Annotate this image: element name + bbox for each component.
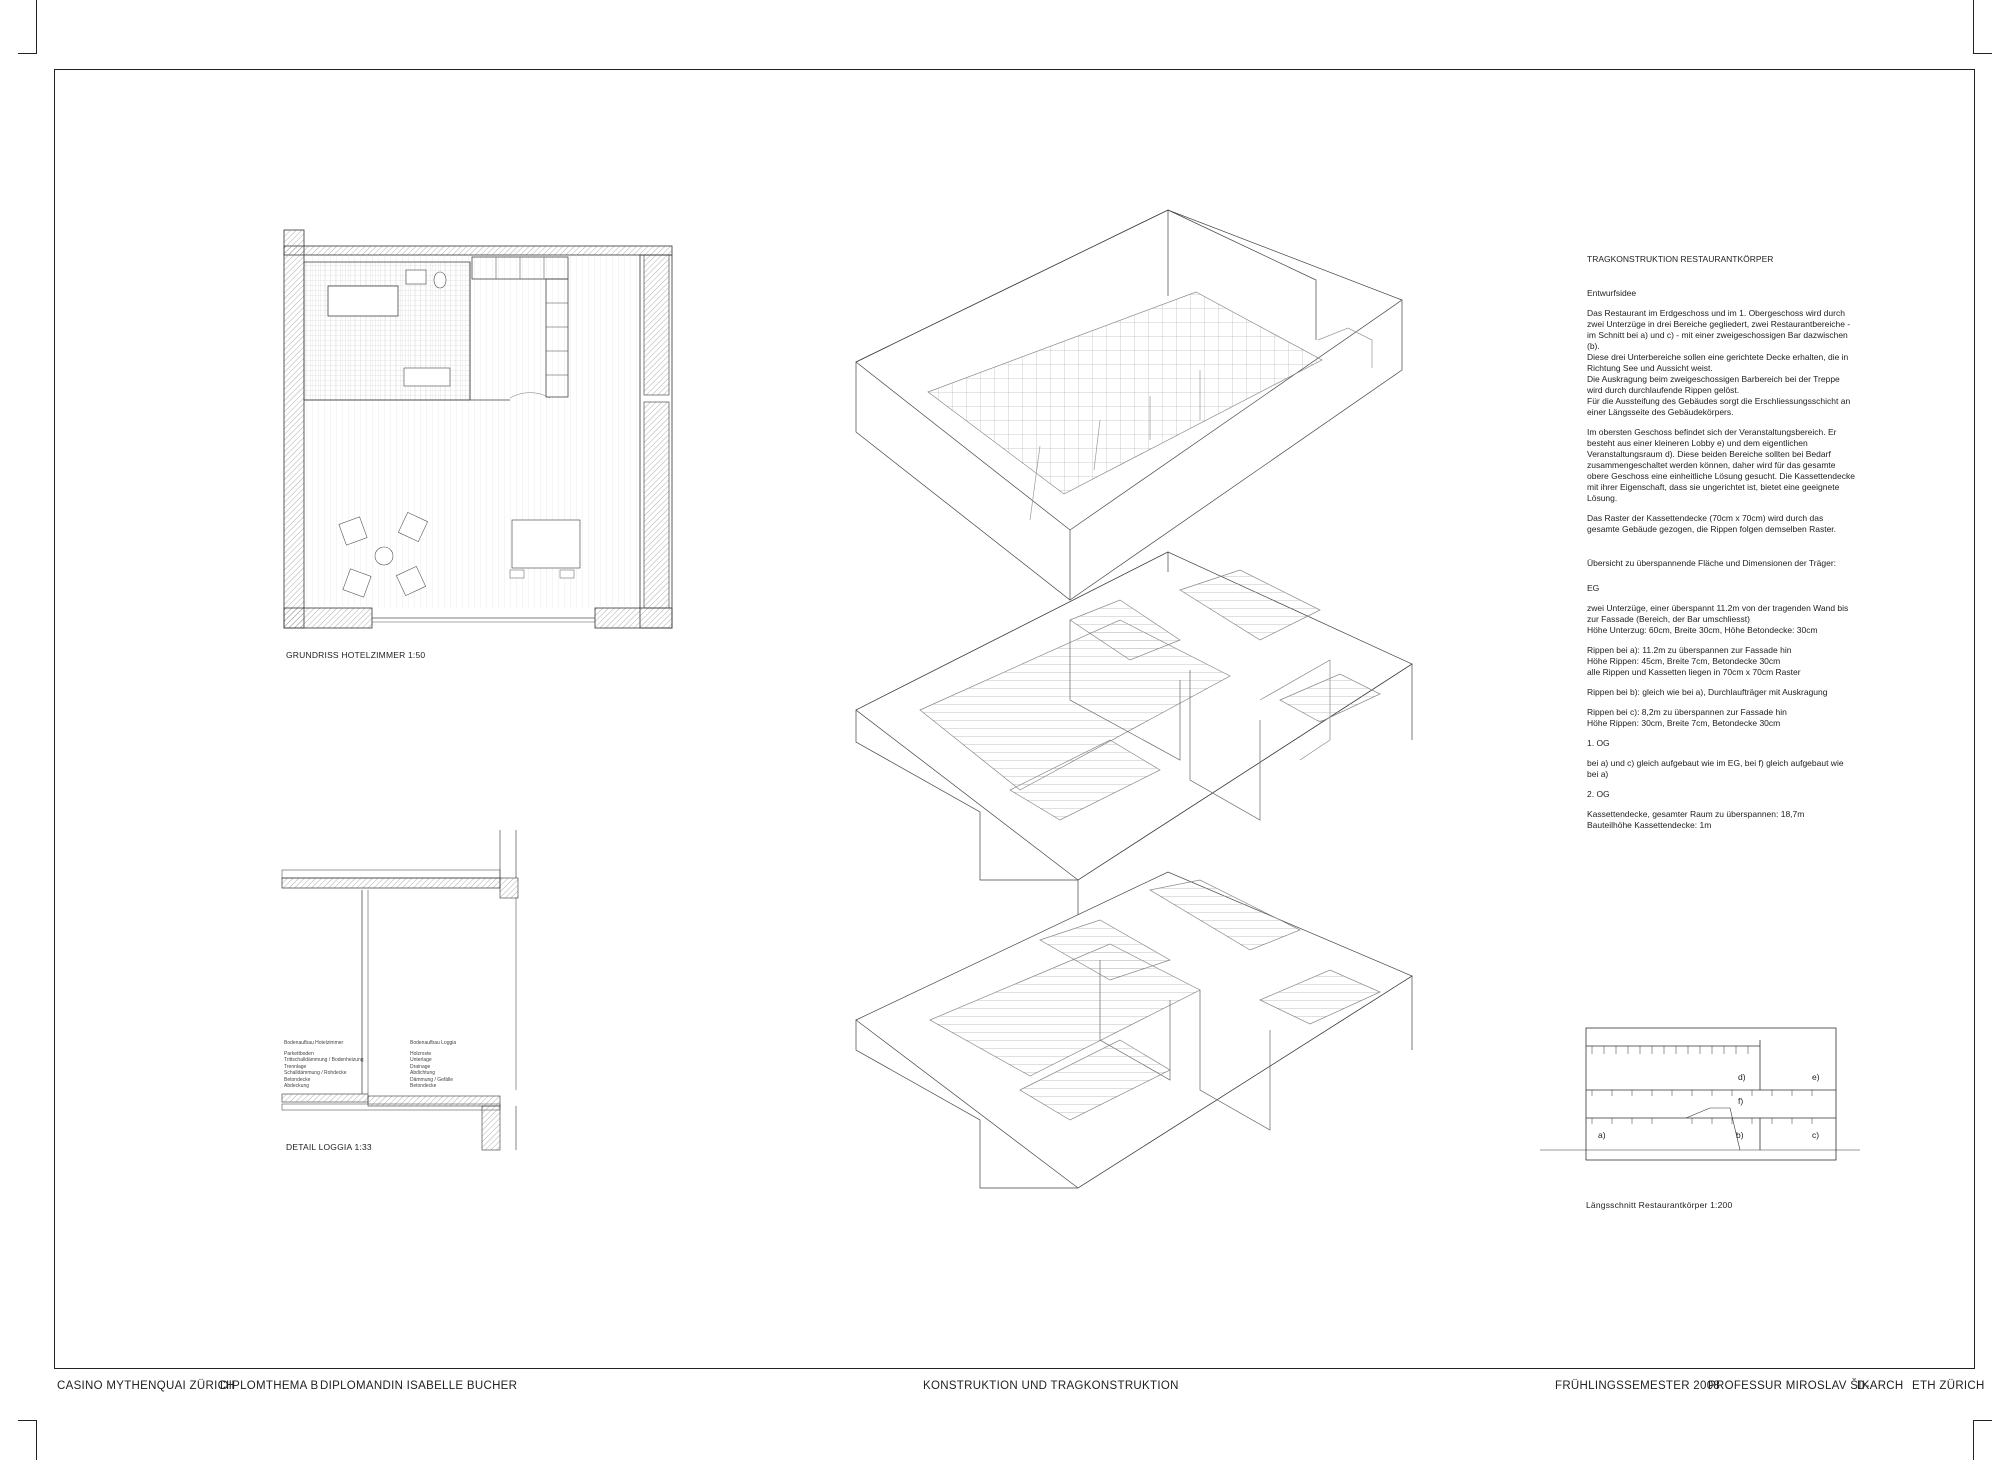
detail-legend-right-title: Bodenaufbau Loggia bbox=[410, 1040, 457, 1046]
description-subtitle: Entwurfsidee bbox=[1587, 288, 1637, 298]
description-para4: Übersicht zu überspannende Fläche und Di… bbox=[1587, 558, 1837, 568]
section-restaurantkoerper bbox=[1540, 1027, 1860, 1161]
description-para1: Das Restaurant im Erdgeschoss und im 1. … bbox=[1587, 308, 1851, 417]
description-title: TRAGKONSTRUKTION RESTAURANTKÖRPER bbox=[1587, 254, 1774, 264]
footer-project: CASINO MYTHENQUAI ZÜRICH bbox=[57, 1380, 235, 1392]
crop-mark-tl-v bbox=[36, 0, 37, 54]
floor-plan-caption: GRUNDRISS HOTELZIMMER 1:50 bbox=[286, 650, 426, 660]
footer-sheet-title: KONSTRUKTION UND TRAGKONSTRUKTION bbox=[923, 1380, 1179, 1392]
crop-mark-bl-h bbox=[18, 1420, 37, 1421]
section-label-b: b) bbox=[1736, 1130, 1744, 1140]
detail-legend-left-row: Trittschalldämmung / Bodenheizung bbox=[284, 1057, 364, 1063]
crop-mark-br-h bbox=[1973, 1420, 1992, 1421]
section-caption: Längsschnitt Restaurantkörper 1:200 bbox=[1586, 1200, 1733, 1210]
og1-heading: 1. OG bbox=[1587, 738, 1610, 748]
detail-legend-right-row: Abdichtung bbox=[410, 1070, 436, 1076]
detail-legend-right-row: Drainage bbox=[410, 1063, 431, 1070]
eg-paragraph-3: Rippen bei b): gleich wie bei a), Durchl… bbox=[1587, 687, 1828, 697]
section-label-e: e) bbox=[1812, 1072, 1820, 1082]
crop-mark-tr-v bbox=[1973, 0, 1974, 54]
crop-mark-br-v bbox=[1973, 1420, 1974, 1460]
og1-paragraph: bei a) und c) gleich aufgebaut wie im EG… bbox=[1587, 758, 1844, 779]
detail-legend-left-row: Abdeckung bbox=[284, 1083, 310, 1089]
detail-legend-right-row: Betondecke bbox=[410, 1083, 437, 1089]
section-label-a: a) bbox=[1598, 1130, 1606, 1140]
section-label-d: d) bbox=[1738, 1072, 1746, 1082]
sheet-frame bbox=[54, 69, 1975, 1369]
eg-heading: EG bbox=[1587, 583, 1600, 593]
section-label-f: f) bbox=[1738, 1096, 1744, 1106]
axonometric-eg bbox=[855, 871, 1413, 1189]
detail-legend-left-row: Schalldämmung / Rohdecke bbox=[284, 1070, 347, 1076]
description-para2: Im obersten Geschoss befindet sich der V… bbox=[1587, 427, 1855, 503]
eg-paragraph-1: zwei Unterzüge, einer überspannt 11.2m v… bbox=[1587, 603, 1849, 635]
detail-legend-right: Bodenaufbau Loggia Holzroste Unterlage D… bbox=[410, 1040, 490, 1090]
detail-caption: DETAIL LOGGIA 1:33 bbox=[286, 1142, 372, 1152]
section-label-c: c) bbox=[1812, 1130, 1820, 1140]
footer-theme: DIPLOMTHEMA B bbox=[220, 1380, 319, 1392]
description-column: TRAGKONSTRUKTION RESTAURANTKÖRPER Entwur… bbox=[1587, 254, 1857, 840]
detail-legend-left-title: Bodenaufbau Hotelzimmer bbox=[284, 1040, 344, 1046]
detail-loggia bbox=[281, 830, 519, 1151]
floor-plan-hotelzimmer bbox=[283, 229, 673, 629]
eg-paragraph-4: Rippen bei c): 8,2m zu überspannen zur F… bbox=[1587, 707, 1787, 728]
footer-department: D-ARCH bbox=[1857, 1380, 1904, 1392]
detail-legend-left-row: Parkettboden bbox=[284, 1050, 314, 1057]
detail-legend-left: Bodenaufbau Hotelzimmer Parkettboden Tri… bbox=[284, 1040, 364, 1090]
footer-institution: ETH ZÜRICH bbox=[1912, 1380, 1985, 1392]
detail-legend-left-row: Trennlage bbox=[284, 1063, 307, 1070]
eg-paragraph-2: Rippen bei a): 11.2m zu überspannen zur … bbox=[1587, 645, 1801, 677]
description-para3: Das Raster der Kassettendecke (70cm x 70… bbox=[1587, 513, 1837, 534]
footer-semester: FRÜHLINGSSEMESTER 2008 bbox=[1555, 1380, 1721, 1392]
footer-professor: PROFESSUR MIROSLAV ŠIK bbox=[1708, 1380, 1870, 1392]
axonometric-og2 bbox=[855, 209, 1403, 601]
axonometric-og1 bbox=[855, 551, 1413, 944]
detail-legend-right-row: Holzroste bbox=[410, 1050, 432, 1057]
detail-legend-right-row: Dämmung / Gefälle bbox=[410, 1076, 454, 1083]
crop-mark-tl-h bbox=[18, 53, 37, 54]
og2-heading: 2. OG bbox=[1587, 789, 1610, 799]
detail-legend-right-row: Unterlage bbox=[410, 1057, 432, 1063]
detail-legend-left-row: Betondecke bbox=[284, 1076, 311, 1083]
crop-mark-tr-h bbox=[1973, 53, 1992, 54]
footer-author: DIPLOMANDIN ISABELLE BUCHER bbox=[320, 1380, 518, 1392]
crop-mark-bl-v bbox=[36, 1420, 37, 1460]
og2-paragraph: Kassettendecke, gesamter Raum zu überspa… bbox=[1587, 809, 1805, 830]
